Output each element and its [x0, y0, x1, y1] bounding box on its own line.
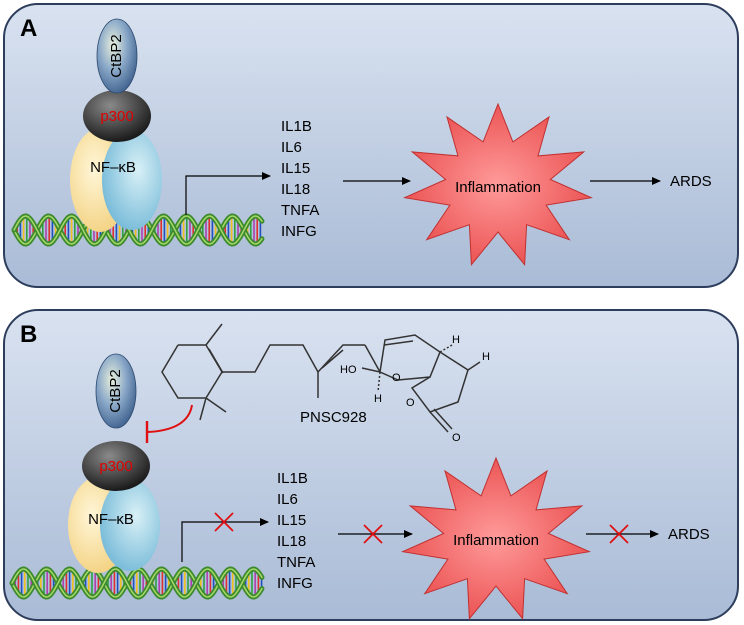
dna-helix [11, 213, 265, 247]
gene-item: TNFA [281, 202, 319, 219]
hydrogen-label: H [374, 393, 382, 405]
gene-list: IL1B IL6 IL15 IL18 TNFA INFG [281, 118, 319, 240]
ards-label: ARDS [668, 526, 710, 543]
gene-item: IL15 [281, 160, 310, 177]
panel-b-letter: B [20, 321, 37, 348]
pnsc928-structure [161, 323, 481, 433]
hydroxyl-label: HO [340, 364, 357, 376]
gem-methyl-1 [205, 397, 227, 413]
gene-item: TNFA [277, 554, 315, 571]
dna-strand-highlight [11, 568, 263, 598]
inhibition-arc [147, 404, 193, 433]
nfkb-label: NF–κB [90, 159, 136, 176]
h-bond-3 [467, 361, 481, 371]
gene-item: INFG [277, 575, 313, 592]
nfkb-complex: NF–κB [70, 128, 162, 232]
ctbp2-protein: CtBP2 [96, 18, 138, 94]
transcription-arrow [185, 172, 271, 215]
side-chain-2 [317, 344, 365, 373]
ring-oxygen-label: O [392, 372, 401, 384]
nfkb-subunit-blue [100, 479, 160, 571]
inflammation-label: Inflammation [455, 179, 541, 196]
hydrogen-label: H [452, 334, 460, 346]
ctbp2-label: CtBP2 [108, 34, 125, 77]
ctbp2-shape [95, 353, 137, 429]
p300-shape [82, 441, 150, 491]
hydroxyl-bond [361, 367, 381, 373]
methyl-bond [205, 323, 223, 346]
block-x-mark [214, 512, 234, 532]
p300-protein: p300 [83, 90, 151, 142]
transcription-arrow [181, 518, 269, 562]
ctbp2-label: CtBP2 [107, 369, 124, 412]
lactone-oxygen-label: O [406, 397, 415, 409]
nfkb-label: NF–κB [88, 511, 134, 528]
carbonyl-oxygen-label: O [452, 432, 461, 444]
lactone-ring [410, 351, 469, 413]
block-x-mark [363, 524, 383, 544]
p300-protein: p300 [82, 441, 150, 491]
starburst-shape [400, 456, 592, 621]
dna-strand-highlight [13, 215, 263, 245]
gene-item: INFG [281, 223, 317, 240]
ring-double-bond [208, 348, 224, 374]
panel-a-letter: A [20, 15, 37, 42]
lactone-co-double [433, 408, 453, 430]
dna-helix [9, 566, 265, 600]
pnsc928-label: PNSC928 [300, 409, 367, 426]
block-x-mark [609, 524, 629, 544]
p300-label: p300 [99, 458, 132, 475]
nfkb-subunit-blue [102, 130, 162, 230]
p300-label: p300 [100, 108, 133, 125]
h-bond-1 [377, 371, 381, 393]
inflammation-starburst: Inflammation [400, 456, 592, 621]
panel-a: A NF–κB p300 CtBP2 IL1B IL6 IL15 IL18 TN… [3, 3, 739, 288]
starburst-shape [402, 102, 594, 267]
pyran-double-bond [383, 340, 414, 346]
inflammation-starburst: Inflammation [402, 102, 594, 267]
nfkb-complex: NF–κB [68, 477, 160, 573]
gem-methyl-2 [199, 397, 207, 421]
gene-item: IL1B [281, 118, 312, 135]
gene-item: IL18 [277, 533, 306, 550]
gene-item: IL15 [277, 512, 306, 529]
gene-item: IL1B [277, 470, 308, 487]
chain-to-ring [364, 344, 381, 373]
lactone-co [429, 411, 449, 433]
ctbp2-protein: CtBP2 [95, 353, 137, 429]
chain-double-bond [321, 349, 344, 369]
hydrogen-label: H [482, 351, 490, 363]
p300-shape [83, 90, 151, 142]
inflammation-label: Inflammation [453, 532, 539, 549]
ctbp2-shape [96, 18, 138, 94]
gene-item: IL18 [281, 181, 310, 198]
gene-item: IL6 [277, 491, 298, 508]
ards-label: ARDS [670, 173, 712, 190]
gene-list: IL1B IL6 IL15 IL18 TNFA INFG [277, 470, 315, 592]
gene-item: IL6 [281, 139, 302, 156]
panel-b: B NF–κB p300 CtBP2 [3, 309, 739, 621]
side-chain [222, 344, 319, 373]
